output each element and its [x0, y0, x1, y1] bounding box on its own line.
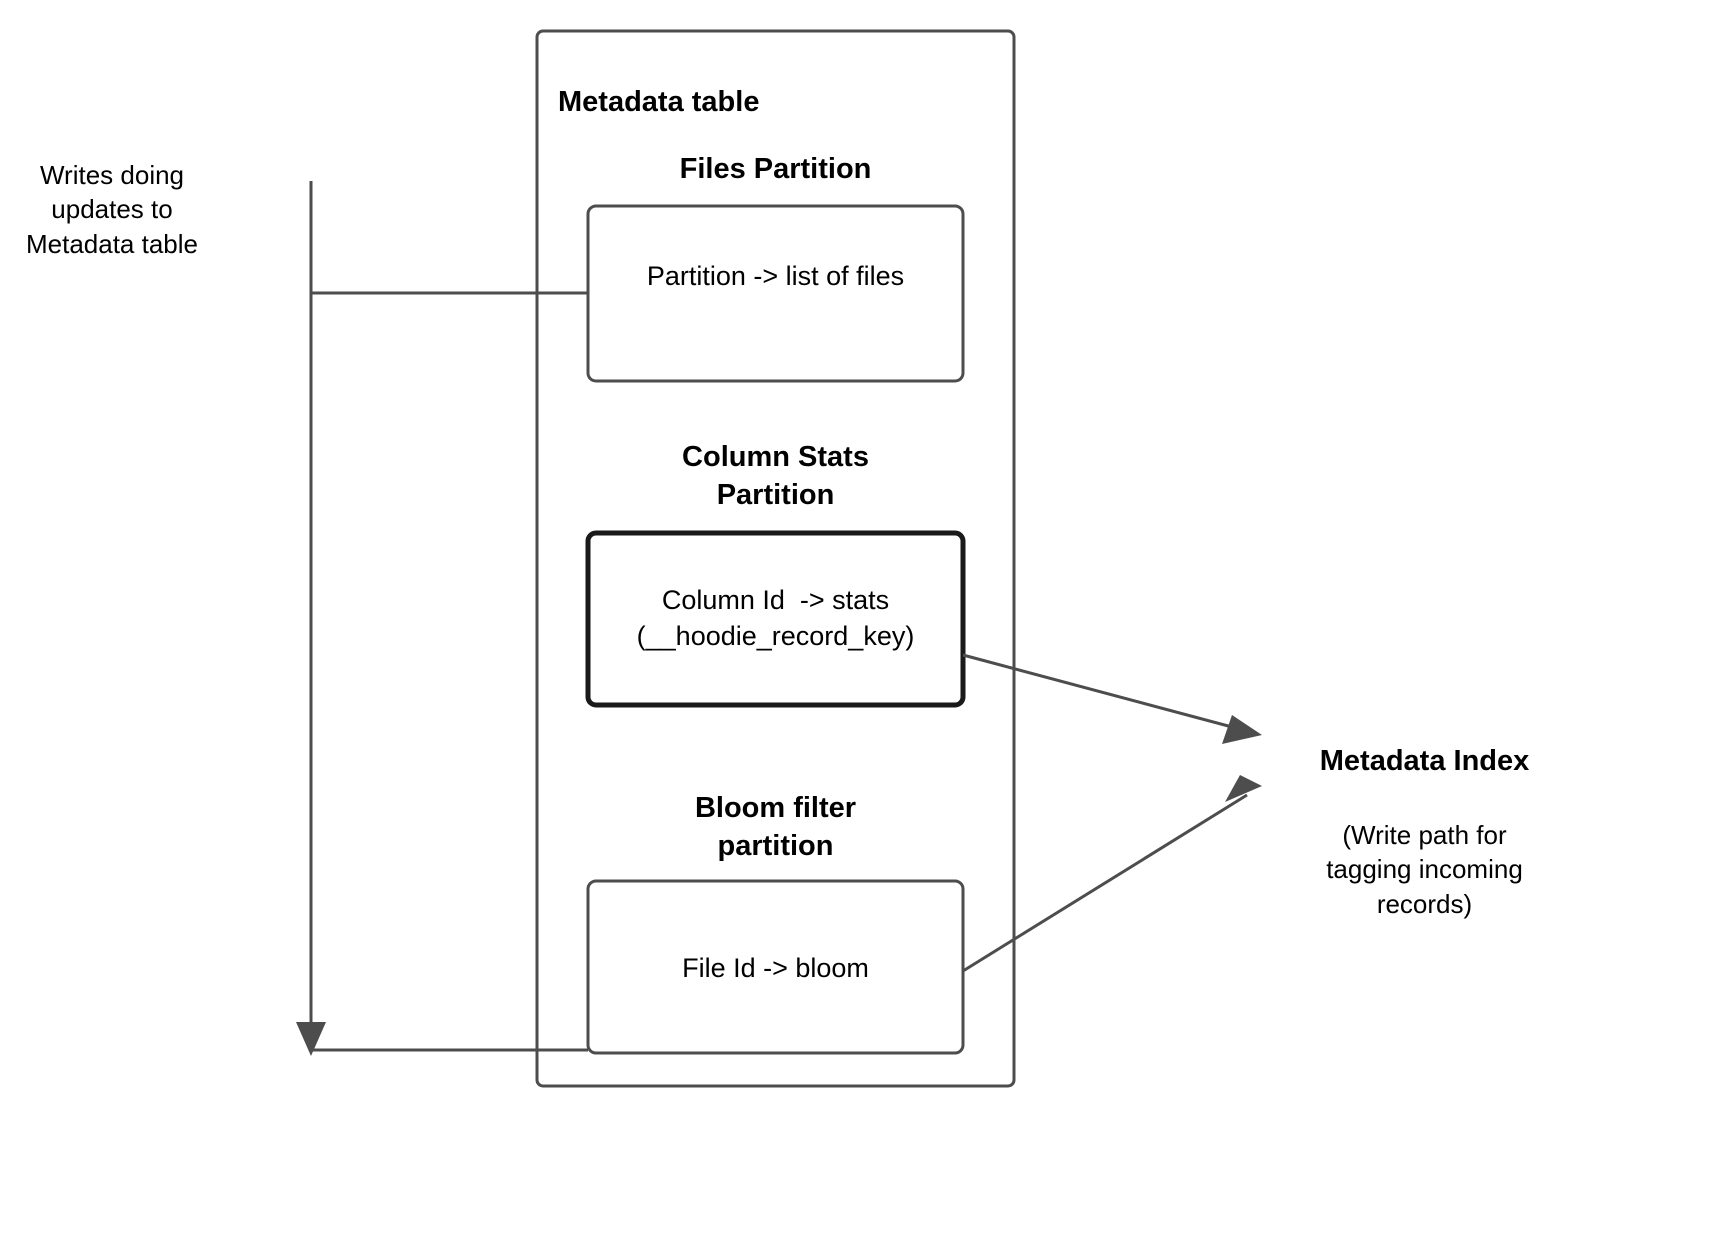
metadata-index-note: (Write path for tagging incoming records…: [1326, 820, 1523, 919]
metadata-table-title: Metadata table: [558, 86, 760, 118]
column-stats-partition-box: [585, 530, 966, 708]
bloom-filter-partition-box-text: File Id -> bloom: [682, 953, 869, 983]
writes-note-label: Writes doing updates to Metadata table: [25, 160, 198, 259]
column-stats-to-index-line: [962, 653, 1248, 733]
metadata-index-title: Metadata Index: [1319, 745, 1530, 777]
bloom-filter-partition-heading: Bloom filter partition: [694, 792, 857, 863]
files-partition-heading: Files Partition: [679, 153, 872, 185]
writes-connector-arrowhead-icon: [296, 1022, 326, 1056]
column-stats-partition-heading: Column Stats Partition: [682, 441, 869, 512]
bloom-to-index-arrowhead-icon: [1225, 775, 1262, 802]
bloom-filter-partition-box: [586, 879, 965, 1055]
column-stats-partition-box-text: Column Id -> stats (__hoodie_record_key): [636, 585, 915, 651]
bloom-to-index-line: [962, 793, 1248, 973]
column-stats-to-index-arrowhead-icon: [1222, 715, 1262, 744]
files-partition-box-text: Partition -> list of files: [646, 261, 905, 291]
